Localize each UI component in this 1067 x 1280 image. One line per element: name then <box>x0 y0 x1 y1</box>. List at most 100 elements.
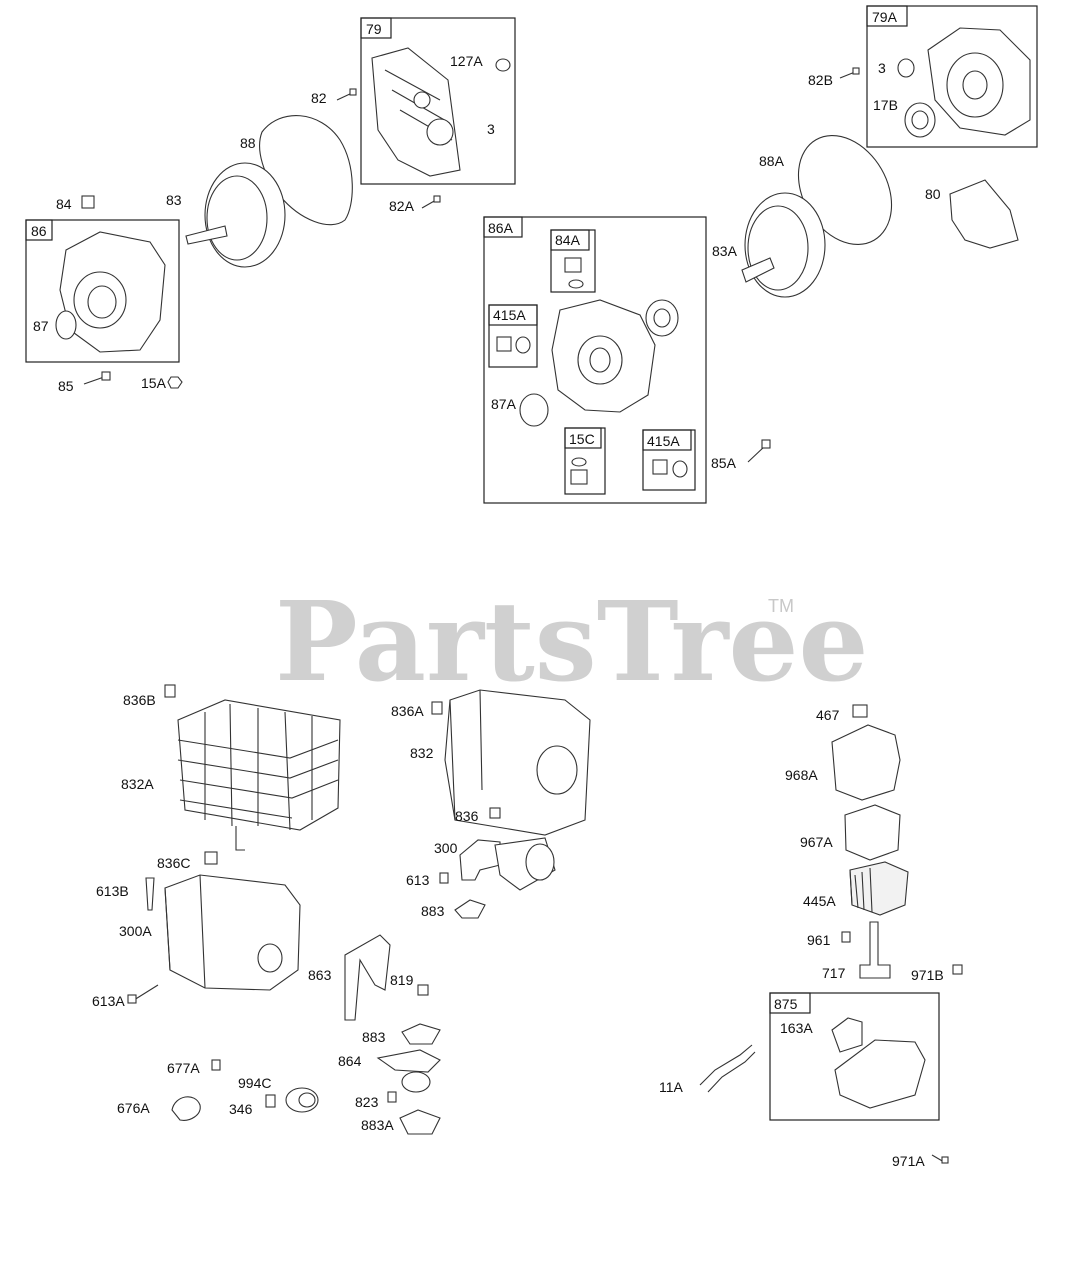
callout-613: 613 <box>406 872 430 888</box>
callout-863: 863 <box>308 967 332 983</box>
box-84a: 84A <box>550 229 596 293</box>
adapter-994c <box>285 1087 319 1113</box>
plug-127a <box>495 58 511 72</box>
watermark-brand: PartsTree <box>275 577 869 706</box>
watermark: PartsTree TM <box>275 577 869 706</box>
callout-883a: 883A <box>361 1117 394 1133</box>
pre-cleaner-967a <box>844 804 901 861</box>
seal-87a <box>519 393 549 427</box>
callout-87: 87 <box>33 318 49 334</box>
rotor-83 <box>185 162 286 268</box>
gasket-883a <box>399 1109 441 1135</box>
screw-836 <box>489 807 501 819</box>
muffler-300a <box>164 874 301 991</box>
box-label-84a: 84A <box>555 232 581 248</box>
callout-677a: 677A <box>167 1060 200 1076</box>
exhaust-flange-864 <box>376 1049 441 1093</box>
callout-819: 819 <box>390 972 414 988</box>
callout-85a: 85A <box>711 455 737 471</box>
callout-17b: 17B <box>873 97 898 113</box>
callout-163a: 163A <box>780 1020 813 1036</box>
bearing-17b <box>904 102 936 138</box>
screw-346 <box>265 1094 276 1108</box>
callout-836b: 836B <box>123 692 156 708</box>
callout-87a: 87A <box>491 396 517 412</box>
box-label-79: 79 <box>366 21 382 37</box>
callout-676a: 676A <box>117 1100 150 1116</box>
screw-961 <box>841 931 851 943</box>
breather-tube-11a <box>699 1044 756 1093</box>
callout-82b: 82B <box>808 72 833 88</box>
box-label-86a: 86A <box>488 220 514 236</box>
callout-864: 864 <box>338 1053 362 1069</box>
callout-83: 83 <box>166 192 182 208</box>
seal-3-right <box>897 58 915 78</box>
box-label-415a-right: 415A <box>647 433 680 449</box>
screw-613 <box>439 872 449 884</box>
box-415a-left: 415A <box>488 304 538 368</box>
callout-88a: 88A <box>759 153 785 169</box>
callout-83a: 83A <box>712 243 738 259</box>
screw-823 <box>387 1091 397 1103</box>
gear-case-cover-79a <box>927 27 1031 136</box>
bolt-82 <box>336 88 357 101</box>
callout-445a: 445A <box>803 893 836 909</box>
plug-415a-left <box>496 336 531 354</box>
bolt-85 <box>83 371 111 385</box>
callout-346: 346 <box>229 1101 253 1117</box>
bolt-613b <box>145 877 155 911</box>
callout-836a: 836A <box>391 703 424 719</box>
callout-823: 823 <box>355 1094 379 1110</box>
box-79: 79 <box>360 17 516 185</box>
bracket-863 <box>344 934 391 1021</box>
gear-case-cover-79 <box>371 47 461 177</box>
callout-15a: 15A <box>141 375 167 391</box>
plug-84 <box>81 195 95 209</box>
gasket-163a <box>831 1017 863 1053</box>
screw-836b <box>164 684 176 698</box>
callout-994c: 994C <box>238 1075 271 1091</box>
box-label-86: 86 <box>31 223 47 239</box>
bolt-613a <box>127 984 159 1004</box>
callout-84: 84 <box>56 196 72 212</box>
callout-836c: 836C <box>157 855 190 871</box>
deflector-676a <box>171 1096 201 1121</box>
screw-836a <box>431 701 443 715</box>
callout-832: 832 <box>410 745 434 761</box>
muffler-guard-832 <box>444 689 591 836</box>
muffler-300 <box>459 837 556 891</box>
stud-717 <box>859 921 891 979</box>
callout-967a: 967A <box>800 834 833 850</box>
box-86a: 86A <box>483 216 707 504</box>
callout-971b: 971B <box>911 967 944 983</box>
plug-84a <box>564 257 584 289</box>
box-86: 86 <box>25 219 180 363</box>
callout-883-top: 883 <box>421 903 445 919</box>
callout-832a: 832A <box>121 776 154 792</box>
box-875: 875 <box>769 992 940 1121</box>
screw-819 <box>417 984 429 996</box>
gasket-883-top <box>454 899 486 919</box>
cover-968a <box>831 724 901 801</box>
box-label-415a-left: 415A <box>493 307 526 323</box>
callout-300: 300 <box>434 840 458 856</box>
screw-836c <box>204 851 218 865</box>
callout-80: 80 <box>925 186 941 202</box>
callout-88: 88 <box>240 135 256 151</box>
bolt-82b <box>839 67 860 79</box>
muffler-guard-832a <box>177 699 341 851</box>
watermark-trademark: TM <box>768 596 794 616</box>
callout-85: 85 <box>58 378 74 394</box>
nut-15a <box>167 376 183 389</box>
plug-415a-right <box>652 459 688 478</box>
box-label-15c: 15C <box>569 431 595 447</box>
callout-883-mid: 883 <box>362 1029 386 1045</box>
box-79a: 79A <box>866 5 1038 148</box>
seal-87 <box>55 310 77 340</box>
callout-82a: 82A <box>389 198 415 214</box>
plug-15c <box>570 457 588 485</box>
callout-613a: 613A <box>92 993 125 1009</box>
callout-836: 836 <box>455 808 479 824</box>
bearing-86a <box>645 299 679 337</box>
